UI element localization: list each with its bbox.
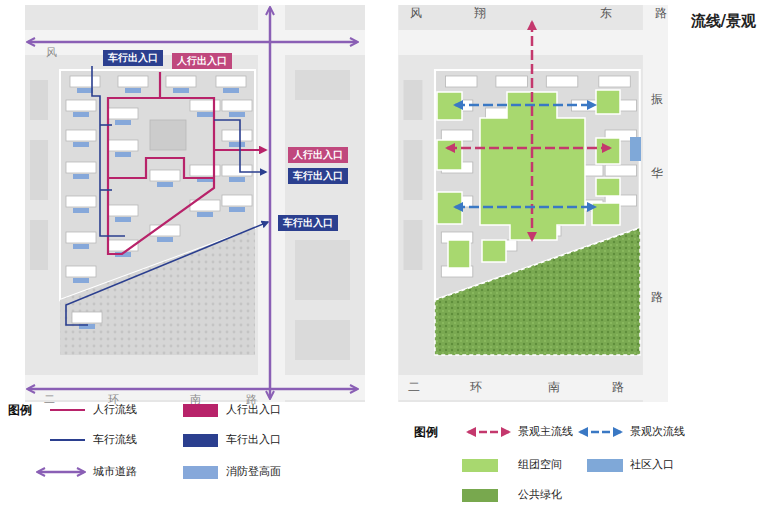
- road-name: 路: [655, 6, 667, 20]
- legend-heading: 图例: [414, 425, 438, 439]
- entrance-label: 人行出入口: [293, 149, 343, 160]
- legend-text: 组团空间: [518, 458, 562, 471]
- entrance-label: 车行出入口: [293, 170, 343, 181]
- legend-text: 人行流线: [93, 403, 137, 416]
- road-name: 风: [410, 6, 422, 20]
- landscape-axes: [447, 22, 610, 240]
- road-name: 二: [408, 380, 420, 394]
- cluster-spaces: [437, 90, 620, 268]
- city-roads: [28, 8, 357, 398]
- legend-text: 车行流线: [93, 433, 137, 446]
- legend-swatch: [183, 404, 218, 417]
- legend-swatch: [462, 489, 498, 502]
- entrance-tag: 车行出入口: [278, 215, 338, 231]
- public-green: [435, 228, 640, 355]
- road-name: 风: [46, 46, 57, 59]
- entrance-tag: 人行出入口: [172, 53, 232, 69]
- vehicle-flow: [66, 66, 268, 325]
- road-name: 环: [470, 380, 482, 394]
- entrance-label: 车行出入口: [283, 217, 333, 228]
- entrance-label: 车行出入口: [108, 52, 158, 63]
- road-name: 翔: [474, 6, 486, 20]
- road-name: 华: [651, 166, 663, 180]
- legend-swatch: [462, 459, 498, 472]
- entrance-tag: 车行出入口: [288, 168, 348, 184]
- legend-swatch: [587, 459, 623, 472]
- road-name: 东: [600, 6, 612, 20]
- entrance-tag: 人行出入口: [288, 147, 348, 163]
- legend-swatch: [183, 466, 218, 479]
- legend-text: 景观主流线: [518, 425, 573, 438]
- road-name: 二: [44, 393, 55, 406]
- fire-access-marks: [73, 88, 245, 329]
- legend-line-samples: [38, 410, 621, 472]
- legend-text: 消防登高面: [226, 465, 281, 478]
- pedestrian-flow: [108, 72, 266, 254]
- legend-heading: 图例: [8, 403, 32, 417]
- road-name: 南: [548, 380, 560, 394]
- road-name: 路: [612, 380, 624, 394]
- legend-text: 公共绿化: [518, 488, 562, 501]
- legend-text: 车行出入口: [226, 433, 281, 446]
- road-name: 路: [651, 290, 663, 304]
- legend-swatch: [183, 434, 218, 447]
- entrance-label: 人行出入口: [177, 55, 227, 66]
- legend-text: 社区入口: [630, 458, 674, 471]
- entrance-tag: 车行出入口: [103, 50, 163, 66]
- road-name: 振: [651, 92, 663, 106]
- legend-text: 人行出入口: [226, 403, 281, 416]
- legend-text: 景观次流线: [630, 425, 685, 438]
- community-entrance: [630, 137, 641, 161]
- panel-title: 流线/景观: [691, 12, 756, 30]
- legend-text: 城市道路: [93, 465, 137, 478]
